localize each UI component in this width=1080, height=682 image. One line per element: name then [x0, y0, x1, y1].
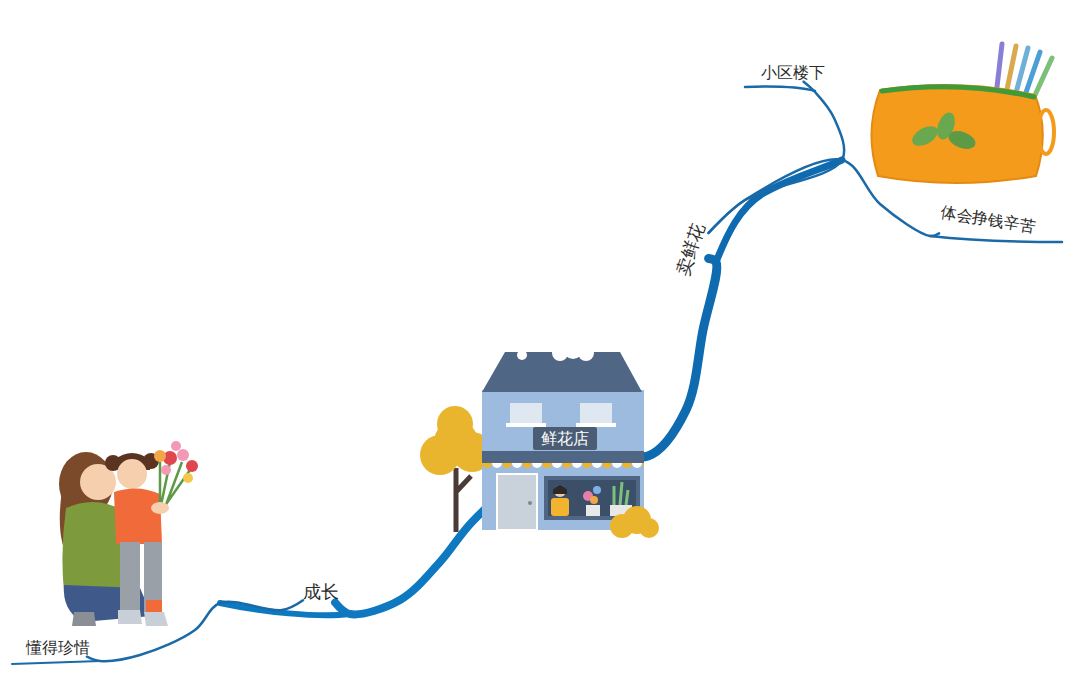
topic-underline — [930, 236, 1062, 242]
pencil-case — [871, 44, 1054, 183]
topic-underline — [12, 661, 100, 664]
branch-line — [716, 160, 842, 262]
branch-topic: 卖鲜花 — [671, 221, 708, 279]
topic-text: 懂得珍惜 — [26, 638, 90, 657]
branch-topic: 成长 — [303, 581, 339, 603]
subtopic: 小区楼下 — [761, 63, 825, 82]
subtopic: 懂得珍惜 — [26, 638, 90, 657]
flower-shop — [420, 339, 659, 538]
branch-connector — [709, 82, 845, 233]
topic-text: 体会挣钱辛苦 — [939, 202, 1037, 236]
subtopic: 体会挣钱辛苦 — [939, 202, 1037, 236]
topic-text: 卖鲜花 — [671, 221, 708, 279]
topic-underline — [745, 87, 815, 91]
topic-text: 小区楼下 — [761, 63, 825, 82]
mother-and-child — [59, 441, 198, 626]
shop-sign: 鲜花店 — [533, 427, 597, 450]
topic-text: 成长 — [303, 581, 339, 603]
topic-text: 鲜花店 — [541, 429, 589, 448]
